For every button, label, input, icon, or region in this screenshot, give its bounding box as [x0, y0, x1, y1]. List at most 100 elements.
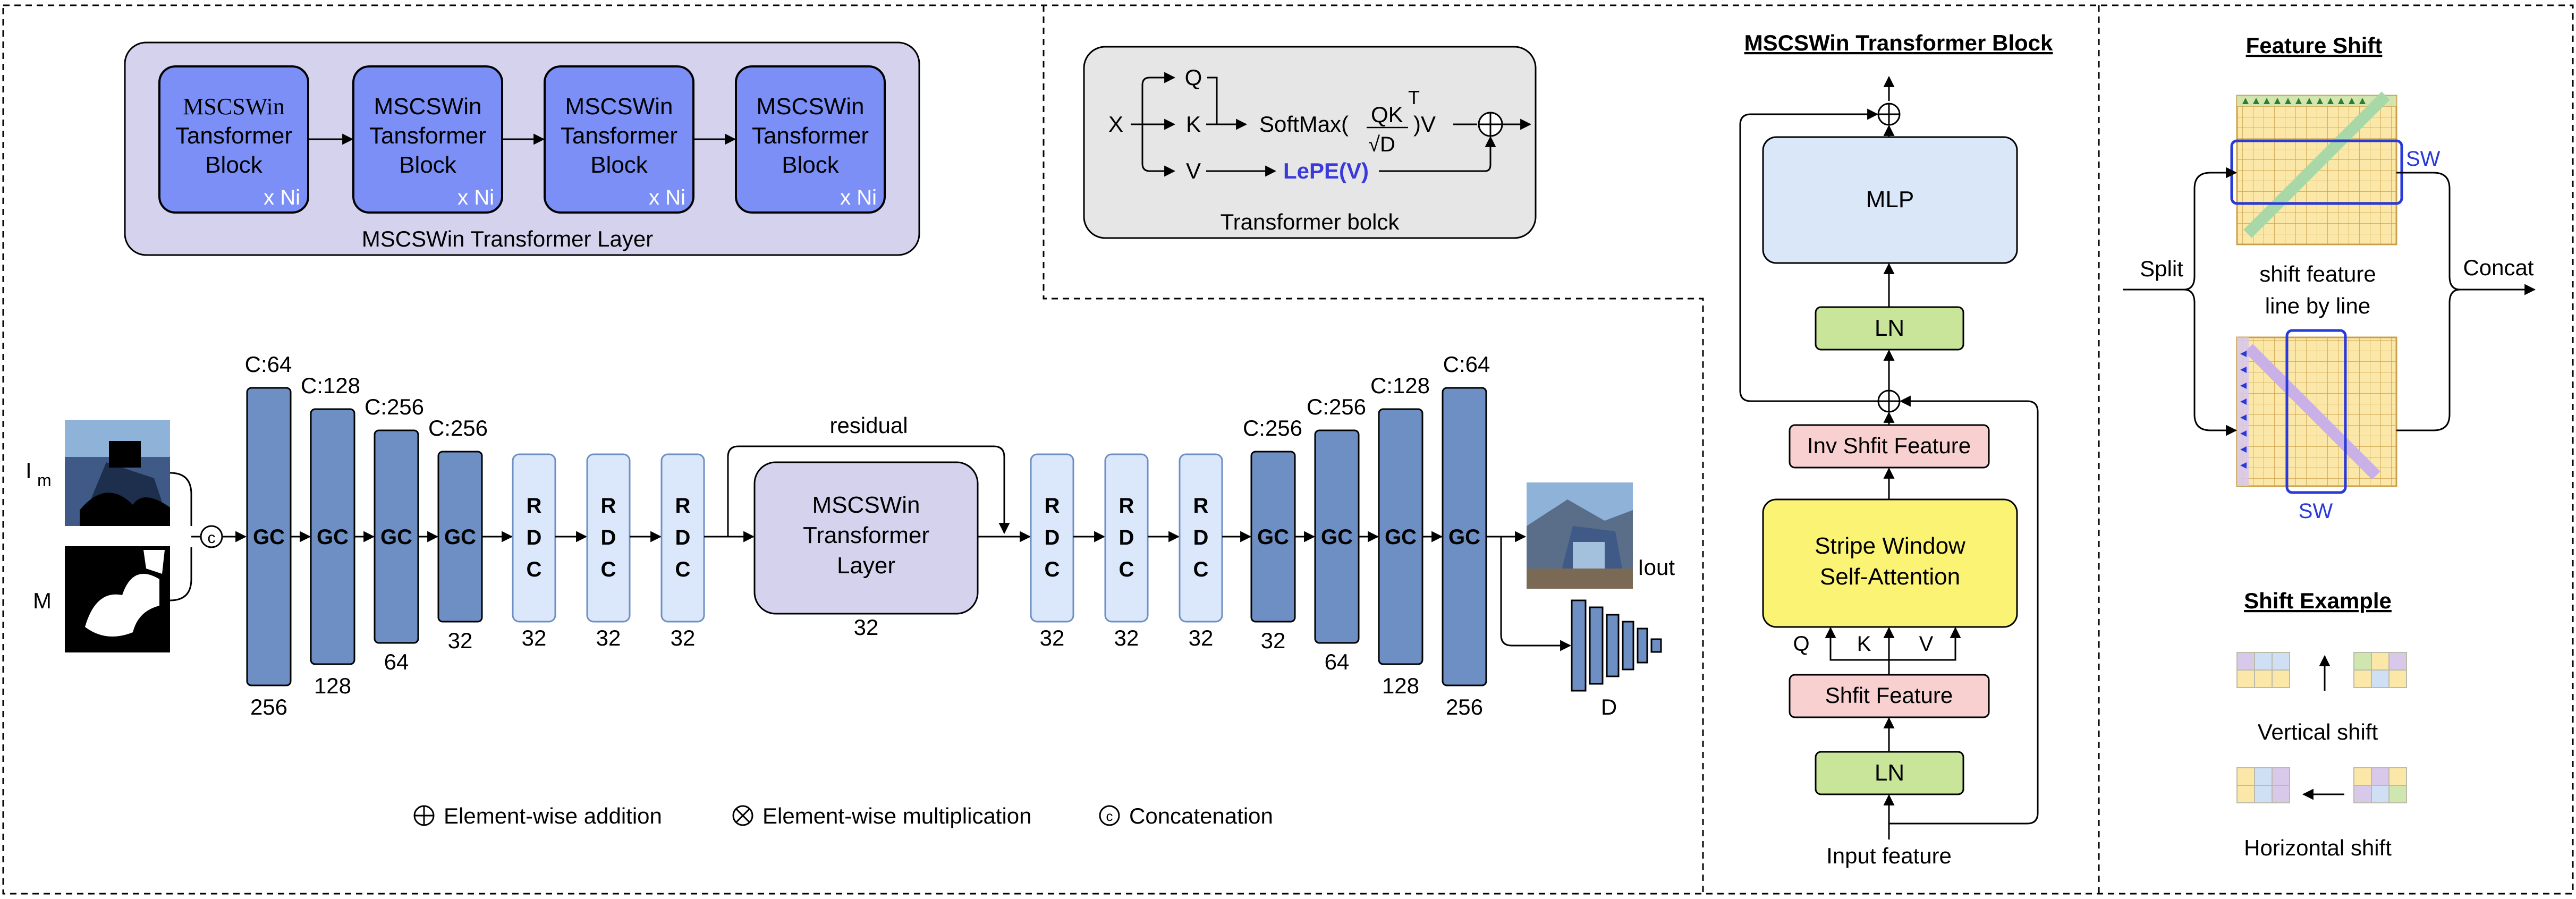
layer-block-2-line2: Tansformer	[369, 123, 486, 149]
encoder-2-channels: C:128	[301, 373, 360, 398]
output-image	[1527, 482, 1633, 589]
rdc-before-1-size: 32	[522, 625, 547, 650]
layer-block-1-repeat: x Ni	[264, 186, 300, 209]
rdc-after-1-l1: R	[1045, 494, 1060, 518]
rdc-before-2-l2: D	[601, 526, 616, 549]
vertical-shift-before	[2236, 652, 2290, 688]
transformer-line2: Transformer	[803, 522, 929, 548]
decoder-3-label: GC	[1385, 525, 1417, 549]
swsa-line2: Self-Attention	[1820, 564, 1960, 590]
shift-example-title: Shift Example	[2244, 588, 2392, 613]
encoder-1-channels: C:64	[245, 352, 292, 377]
rdc-after-1-l3: C	[1045, 558, 1060, 581]
rdc-after-1: R D C 32	[1030, 453, 1074, 650]
network: I m M c C:64 GC 256 C:128 GC 1	[26, 352, 1675, 719]
left-arrows-icon	[2240, 351, 2247, 469]
mlp-label: MLP	[1866, 186, 1914, 213]
transformer-layer: MSCSWin Transformer Layer 32	[753, 461, 979, 640]
ln-top-label: LN	[1875, 315, 1904, 341]
rdc-after-2-size: 32	[1114, 625, 1139, 650]
decoder-2-label: GC	[1321, 525, 1353, 549]
decoder-4-channels: C:64	[1443, 352, 1490, 377]
layer-block-3-repeat: x Ni	[649, 186, 685, 209]
encoder-3-channels: C:256	[365, 394, 424, 419]
layer-block-4-line1: MSCSWin	[757, 94, 865, 120]
legend-multiplication: Element-wise multiplication	[762, 803, 1032, 828]
attention-add-icon	[1478, 112, 1503, 137]
rdc-after-2-l1: R	[1119, 494, 1134, 518]
shifted-grid-top	[2230, 91, 2403, 245]
rdc-after-3-l1: R	[1193, 494, 1209, 518]
decoder-4-size: 256	[1446, 694, 1483, 719]
encoder-4-channels: C:256	[428, 415, 488, 440]
rdc-after-3-l3: C	[1193, 558, 1209, 581]
block-top-add-icon	[1877, 103, 1901, 126]
layer-block-4: MSCSWin Tansformer Block x Ni	[735, 65, 886, 214]
decoder-gc-4: C:64 GC 256	[1442, 352, 1490, 719]
attention-q: Q	[1185, 65, 1202, 90]
rdc-before-3-l2: D	[675, 526, 691, 549]
encoder-4-label: GC	[444, 525, 476, 549]
input-image-label: I	[26, 458, 32, 483]
swsa-q: Q	[1793, 632, 1809, 656]
swsa-v: V	[1919, 632, 1934, 656]
shift-caption-line1: shift feature	[2259, 261, 2376, 286]
discriminator	[1571, 599, 1662, 692]
decoder-2-channels: C:256	[1307, 394, 1366, 419]
split-label: Split	[2140, 256, 2183, 281]
block-panel-title: MSCSWin Transformer Block	[1744, 30, 2053, 55]
mask-image	[65, 546, 170, 652]
encoder-2-label: GC	[317, 525, 349, 549]
layer-block-1-line1: MSCSWin	[183, 94, 284, 120]
rdc-before-3-l1: R	[675, 494, 691, 518]
block-mid-add-icon	[1877, 389, 1901, 413]
horizontal-shift-label: Horizontal shift	[2244, 835, 2392, 860]
encoder-gc-4: C:256 GC 32	[428, 415, 488, 653]
mask-label: M	[33, 588, 52, 613]
layer-block-1: MSCSWin Tansformer Block x Ni	[158, 65, 309, 214]
attention-softmax-suffix: )V	[1413, 112, 1436, 137]
output-label: Iout	[1638, 555, 1675, 580]
shift-window-bottom	[2285, 329, 2347, 494]
swsa-k: K	[1857, 632, 1871, 656]
rdc-before-1-l3: C	[527, 558, 542, 581]
rdc-before-3: R D C 32	[660, 453, 705, 650]
rdc-after-2: R D C 32	[1104, 453, 1149, 650]
decoder-3-channels: C:128	[1370, 373, 1430, 398]
attention-qk: QK	[1371, 102, 1403, 127]
feature-shift-panel: Feature Shift SW shift feature line by l…	[2123, 33, 2536, 860]
rdc-after-3-l2: D	[1193, 526, 1209, 549]
layer-block-2: MSCSWin Tansformer Block x Ni	[352, 65, 503, 214]
layer-panel-caption: MSCSWin Transformer Layer	[362, 226, 653, 251]
concat-legend-icon: c	[1099, 805, 1120, 826]
transformer-size: 32	[854, 615, 879, 640]
rdc-before-1: R D C 32	[512, 453, 556, 650]
vertical-shift-label: Vertical shift	[2258, 719, 2378, 744]
horizontal-shift-after	[2353, 767, 2407, 803]
encoder-gc-1: C:64 GC 256	[245, 352, 292, 719]
svg-text:c: c	[1106, 808, 1113, 824]
layer-block-1-line2: Tansformer	[175, 123, 292, 149]
decoder-3-size: 128	[1382, 673, 1419, 698]
encoder-1-label: GC	[253, 525, 285, 549]
attention-v: V	[1186, 158, 1201, 183]
encoder-4-size: 32	[448, 628, 473, 653]
shift-panel-title: Feature Shift	[2246, 33, 2383, 58]
rdc-before-3-l3: C	[675, 558, 691, 581]
inv-shift-label: Inv Shfit Feature	[1807, 433, 1971, 458]
shift-caption-line2: line by line	[2265, 293, 2370, 318]
attention-panel: Transformer bolck X Q K V SoftMax( QK T …	[1083, 46, 1537, 239]
decoder-1-label: GC	[1257, 525, 1289, 549]
attention-caption: Transformer bolck	[1221, 209, 1400, 234]
rdc-before-1-l2: D	[527, 526, 542, 549]
rdc-after-1-size: 32	[1040, 625, 1065, 650]
layer-block-4-line2: Tansformer	[752, 123, 869, 149]
decoder-1-size: 32	[1261, 628, 1286, 653]
layer-block-2-line3: Block	[399, 152, 457, 178]
attention-lepe: LePE(V)	[1283, 158, 1369, 183]
layer-block-1-line3: Block	[205, 152, 263, 178]
rdc-before-2-size: 32	[596, 625, 621, 650]
decoder-1-channels: C:256	[1243, 415, 1302, 440]
discriminator-label: D	[1601, 694, 1617, 719]
